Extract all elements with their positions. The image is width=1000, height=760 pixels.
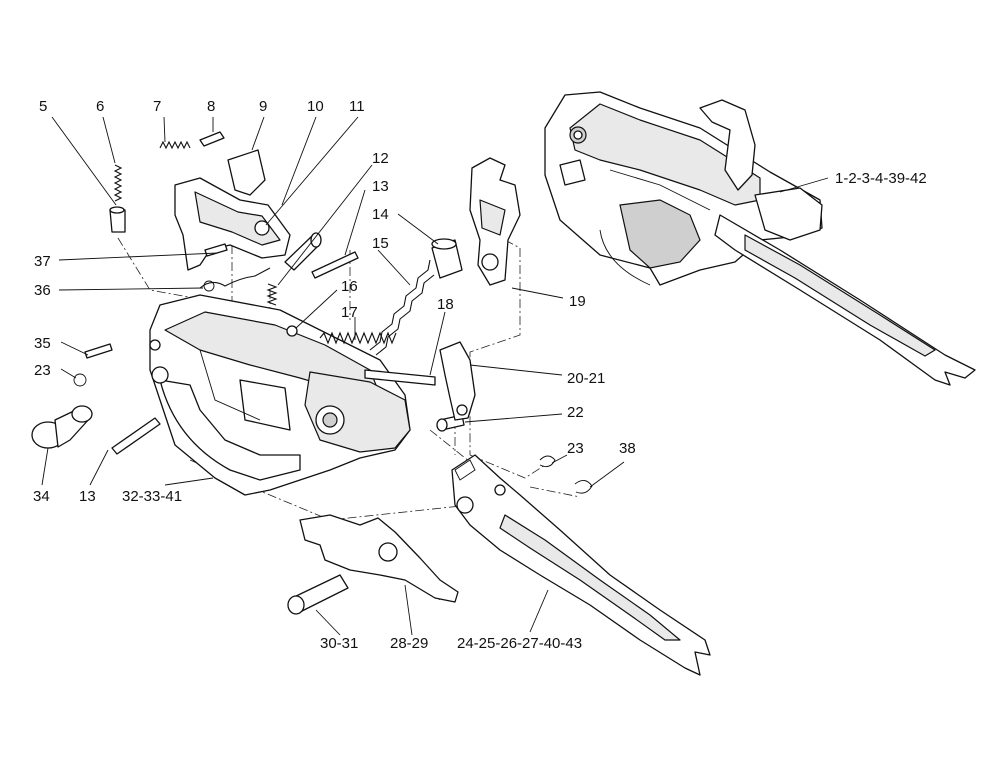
label-38: 38 [619, 440, 636, 457]
assembled-trigger-group [544, 91, 976, 386]
part-19-lever [469, 157, 521, 286]
label-10: 10 [307, 98, 324, 115]
label-28-29: 28-29 [390, 635, 428, 652]
label-18: 18 [437, 296, 454, 313]
part-28-29-plate [299, 514, 459, 603]
label-24-25-26-27-40-43: 24-25-26-27-40-43 [457, 635, 582, 652]
label-20-21: 20-21 [567, 370, 605, 387]
label-7: 7 [153, 98, 161, 115]
label-14: 14 [372, 206, 389, 223]
label-15: 15 [372, 235, 389, 252]
label-17: 17 [341, 304, 358, 321]
label-8: 8 [207, 98, 215, 115]
part-20-21-sear [439, 341, 476, 421]
label-12: 12 [372, 150, 389, 167]
hammer-assembly [174, 149, 291, 271]
leader-lines [41, 116, 829, 636]
label-23-right: 23 [567, 440, 584, 457]
label-5: 5 [39, 98, 47, 115]
label-32-33-41: 32-33-41 [122, 488, 182, 505]
label-19: 19 [569, 293, 586, 310]
label-9: 9 [259, 98, 267, 115]
label-13-upper: 13 [372, 178, 389, 195]
label-23-left: 23 [34, 362, 51, 379]
label-36: 36 [34, 282, 51, 299]
trigger-guard [451, 454, 711, 676]
label-34: 34 [33, 488, 50, 505]
label-16: 16 [341, 278, 358, 295]
label-30-31: 30-31 [320, 635, 358, 652]
label-1-2-3-4-39-42: 1-2-3-4-39-42 [835, 170, 927, 187]
label-13-lower: 13 [79, 488, 96, 505]
label-6: 6 [96, 98, 104, 115]
trigger-plate-body [149, 294, 411, 496]
part-labels: 5 6 7 8 9 10 11 12 13 14 15 16 17 18 19 … [33, 98, 927, 652]
label-35: 35 [34, 335, 51, 352]
label-22: 22 [567, 404, 584, 421]
label-11: 11 [349, 98, 365, 115]
label-37: 37 [34, 253, 51, 270]
